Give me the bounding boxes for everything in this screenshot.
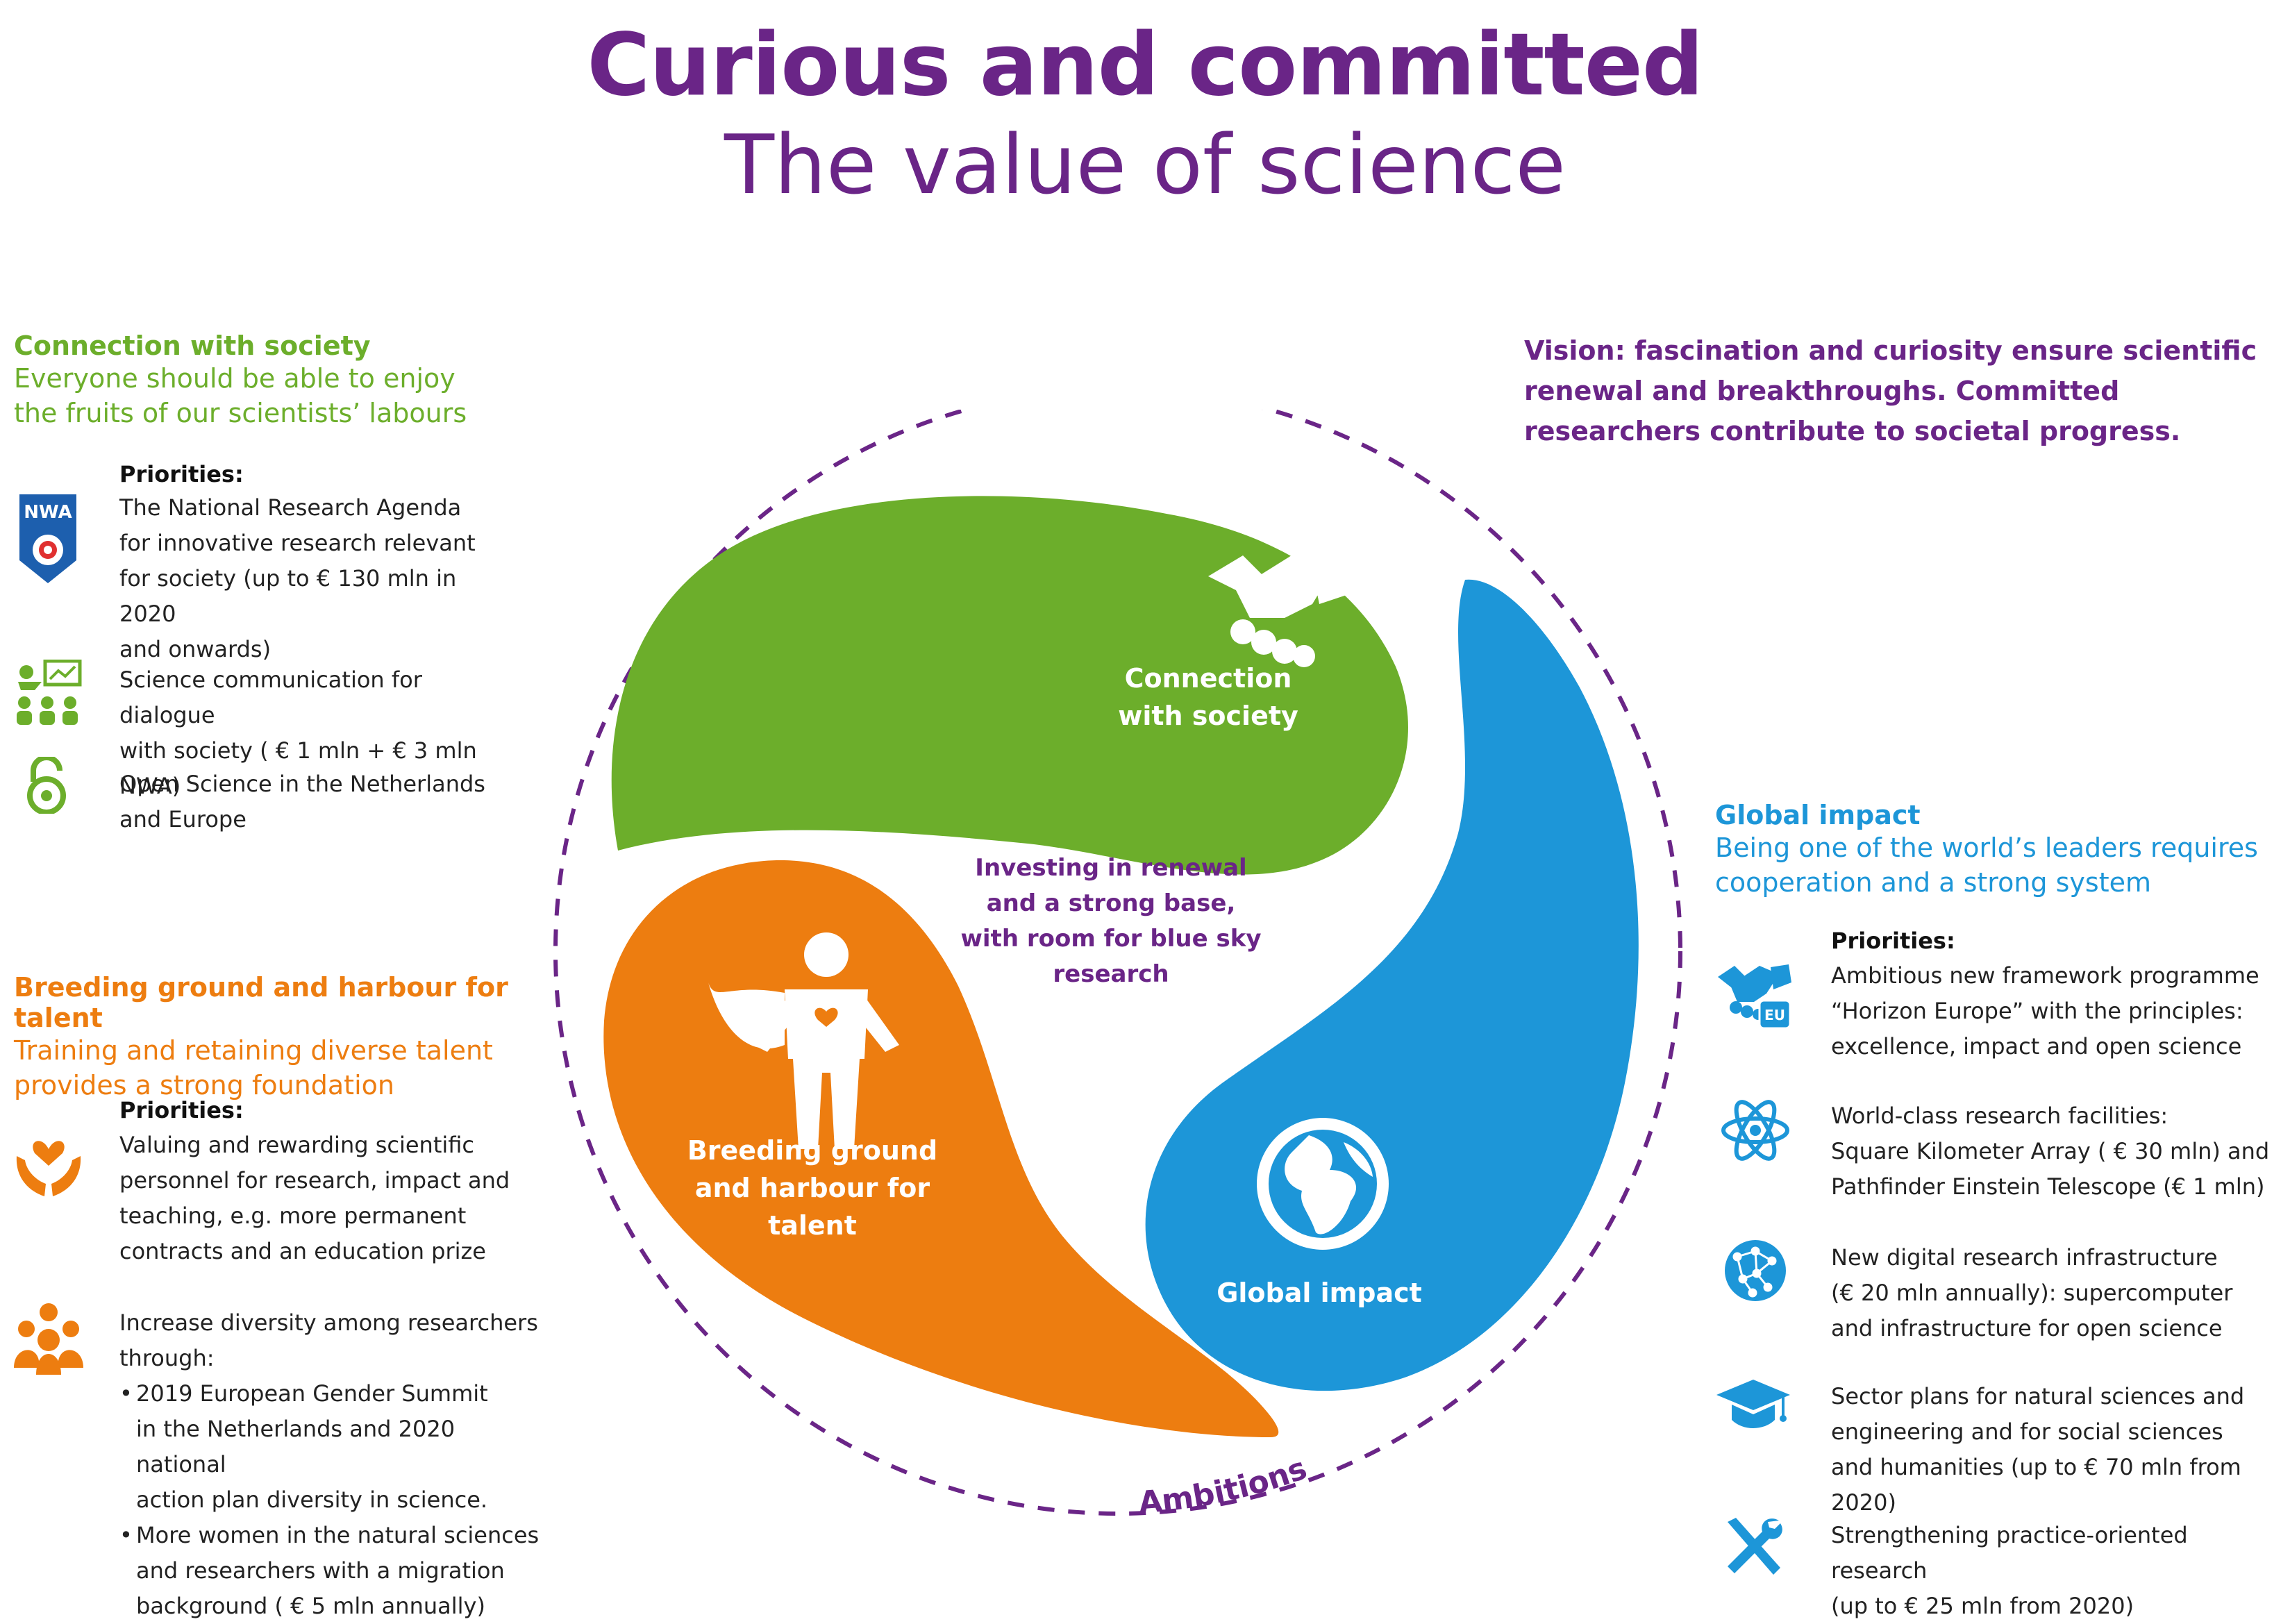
eu-badge-text: EU	[1764, 1007, 1785, 1023]
tools-icon	[1728, 1518, 1782, 1575]
talent-tagline-2: provides a strong foundation	[14, 1070, 394, 1100]
global-tagline-2: cooperation and a strong system	[1715, 867, 2152, 898]
connection-item-1: The National Research Agenda for innovat…	[119, 494, 476, 662]
atom-icon	[1721, 1100, 1789, 1161]
global-tagline-1: Being one of the world’s leaders require…	[1715, 832, 2258, 863]
ambitions-label: Ambitions	[1137, 1450, 1312, 1521]
global-priorities-label: Priorities:	[1831, 928, 1955, 954]
superhero-icon	[708, 932, 899, 1149]
global-drop-label: Global impact	[1217, 1278, 1422, 1308]
ambitions-dashed-circle	[553, 410, 1682, 1516]
vision-statement: Vision: fascination and curiosity ensure…	[1524, 335, 2257, 446]
connection-item-3: Open Science in the Netherlands and Euro…	[119, 771, 485, 832]
talent-bullet-2: More women in the natural sciences and r…	[119, 1518, 550, 1624]
connection-tagline-1: Everyone should be able to enjoy	[14, 363, 456, 394]
heart-hands-icon	[16, 1141, 81, 1196]
audience-presentation-icon	[17, 660, 82, 725]
connection-drop	[611, 496, 1408, 875]
nwa-logo-text: NWA	[24, 502, 72, 523]
talent-title: Breeding ground and harbour for talent	[14, 972, 508, 1033]
talent-tagline-1: Training and retaining diverse talent	[14, 1035, 493, 1066]
global-item-2: World-class research facilities: Square …	[1831, 1103, 2270, 1200]
talent-item-1: Valuing and rewarding scientific personn…	[119, 1132, 510, 1264]
global-item-4: Sector plans for natural sciences and en…	[1831, 1383, 2245, 1516]
global-item-3: New digital research infrastructure (€ 2…	[1831, 1244, 2233, 1341]
nwa-logo: NWA	[19, 494, 76, 583]
talent-item-2: Increase diversity among researchers thr…	[119, 1305, 550, 1624]
open-lock-icon	[27, 757, 66, 814]
network-globe-icon	[1725, 1240, 1786, 1301]
center-investing-text: Investing in renewal and a strong base, …	[960, 854, 1262, 988]
handshake-icon	[1208, 555, 1361, 667]
diverse-people-icon	[14, 1303, 83, 1375]
talent-drop-label: Breeding ground and harbour for talent	[687, 1135, 938, 1241]
connection-item-2: Science communication for dialogue with …	[119, 667, 477, 799]
globe-icon	[1257, 1118, 1389, 1250]
talent-section: Breeding ground and harbour for talent T…	[14, 972, 569, 1103]
global-item-5: Strengthening practice-oriented research…	[1831, 1522, 2188, 1619]
page-subtitle: The value of science	[724, 117, 1566, 212]
connection-section: Connection with society Everyone should …	[14, 330, 514, 430]
global-item-1: Ambitious new framework programme “Horiz…	[1831, 962, 2259, 1060]
global-title: Global impact	[1715, 800, 1921, 830]
global-section: Global impact Being one of the world’s l…	[1715, 800, 2284, 900]
connection-title: Connection with society	[14, 330, 371, 361]
graduation-cap-icon	[1716, 1380, 1790, 1428]
talent-priorities-label: Priorities:	[119, 1097, 244, 1123]
talent-bullet-1: 2019 European Gender Summit in the Nethe…	[119, 1376, 550, 1518]
connection-tagline-2: the fruits of our scientists’ labours	[14, 398, 467, 428]
connection-priorities-label: Priorities:	[119, 461, 244, 487]
ambitions-cycle-diagram: Ambitions	[553, 410, 1682, 1521]
connection-drop-label: Connection with society	[1118, 663, 1298, 731]
page-title: Curious and committed	[587, 15, 1703, 115]
eu-handshake-icon: EU	[1718, 964, 1791, 1030]
